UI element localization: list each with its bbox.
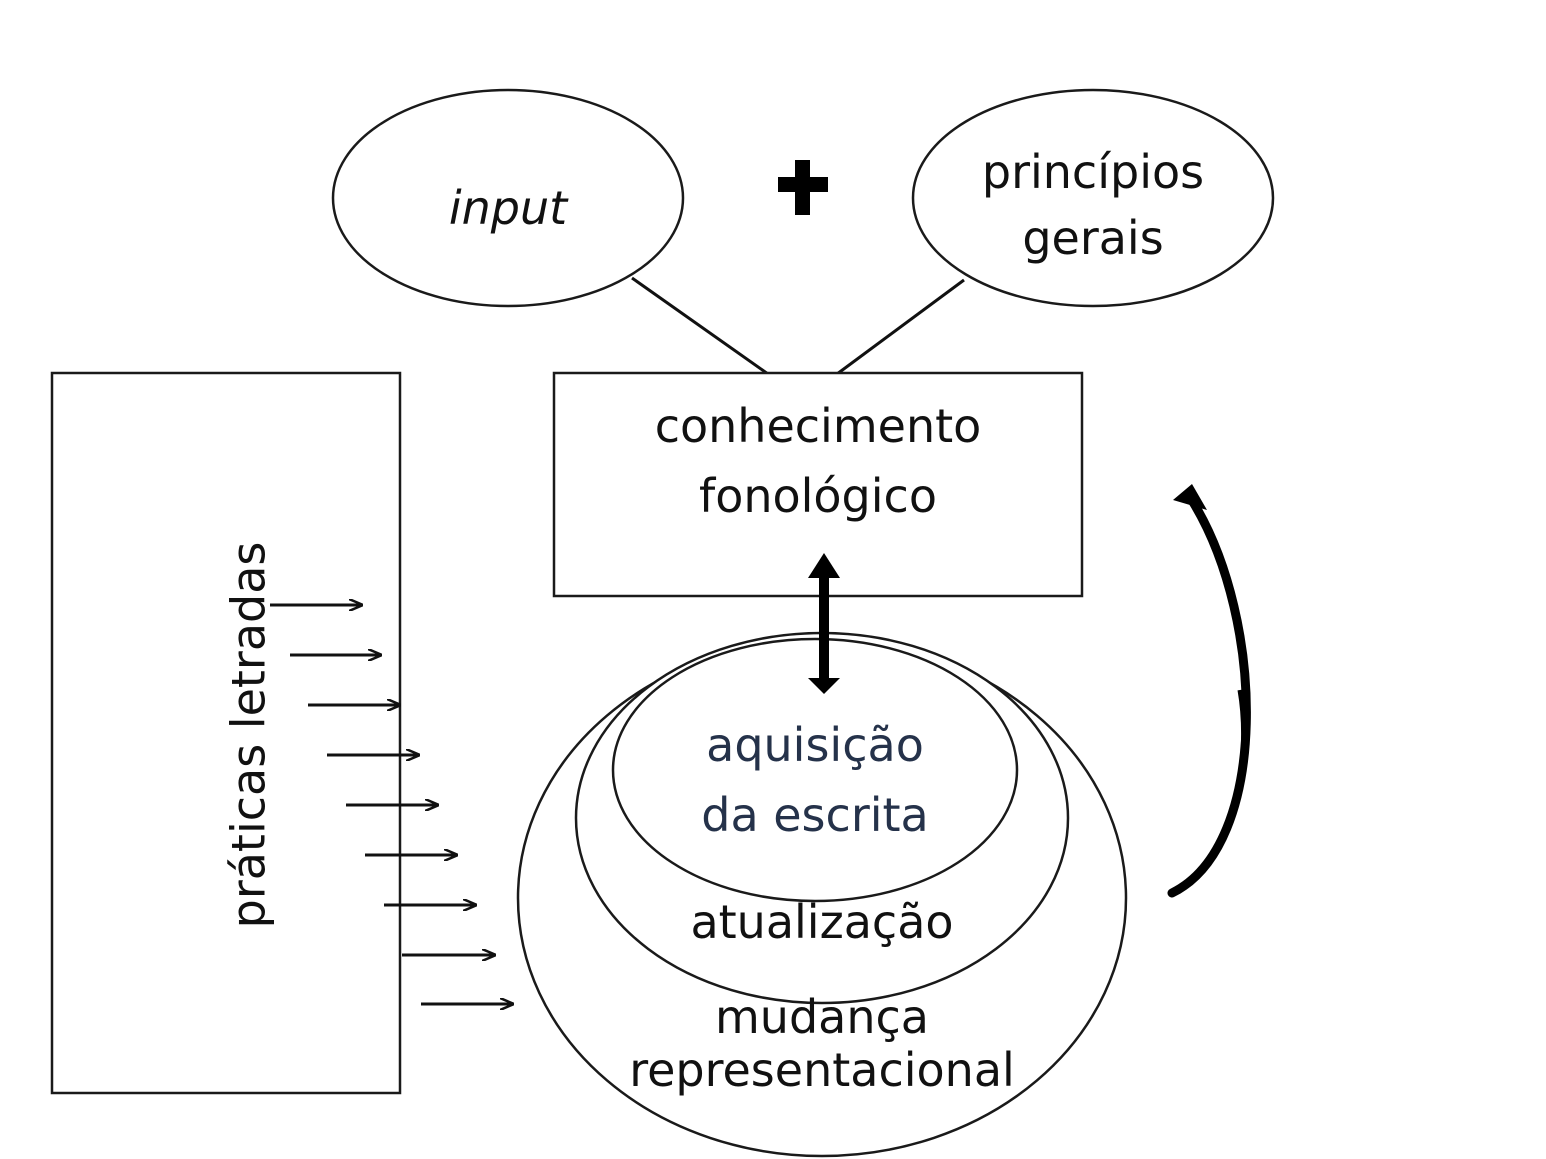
plus-icon bbox=[778, 160, 828, 215]
writing-acquisition-ellipse bbox=[611, 637, 1019, 903]
literacy-practices-label: práticas letradas bbox=[222, 542, 276, 929]
representational-change-line2: representacional bbox=[629, 1043, 1015, 1097]
bidirectional-arrow-icon bbox=[808, 553, 840, 694]
writing-acquisition-line2: da escrita bbox=[701, 788, 928, 842]
input-connector-line bbox=[631, 276, 769, 376]
principles-ellipse bbox=[911, 88, 1275, 308]
principles-connector-line bbox=[836, 278, 965, 376]
feedback-curved-arrow-icon bbox=[1167, 484, 1251, 898]
phonological-knowledge-box bbox=[552, 371, 1084, 598]
literacy-practices-box bbox=[50, 371, 402, 1095]
writing-acquisition-line1: aquisição bbox=[706, 718, 924, 772]
phonological-knowledge-line2: fonológico bbox=[699, 469, 937, 523]
update-label: atualização bbox=[690, 895, 953, 949]
input-ellipse bbox=[331, 88, 685, 308]
input-label: input bbox=[449, 181, 569, 235]
principles-label-line1: princípios bbox=[982, 145, 1204, 199]
phonological-knowledge-line1: conhecimento bbox=[655, 399, 982, 453]
representational-change-line1: mudança bbox=[715, 990, 929, 1044]
principles-label-line2: gerais bbox=[1022, 211, 1163, 265]
literacy-arrows bbox=[270, 605, 513, 1004]
